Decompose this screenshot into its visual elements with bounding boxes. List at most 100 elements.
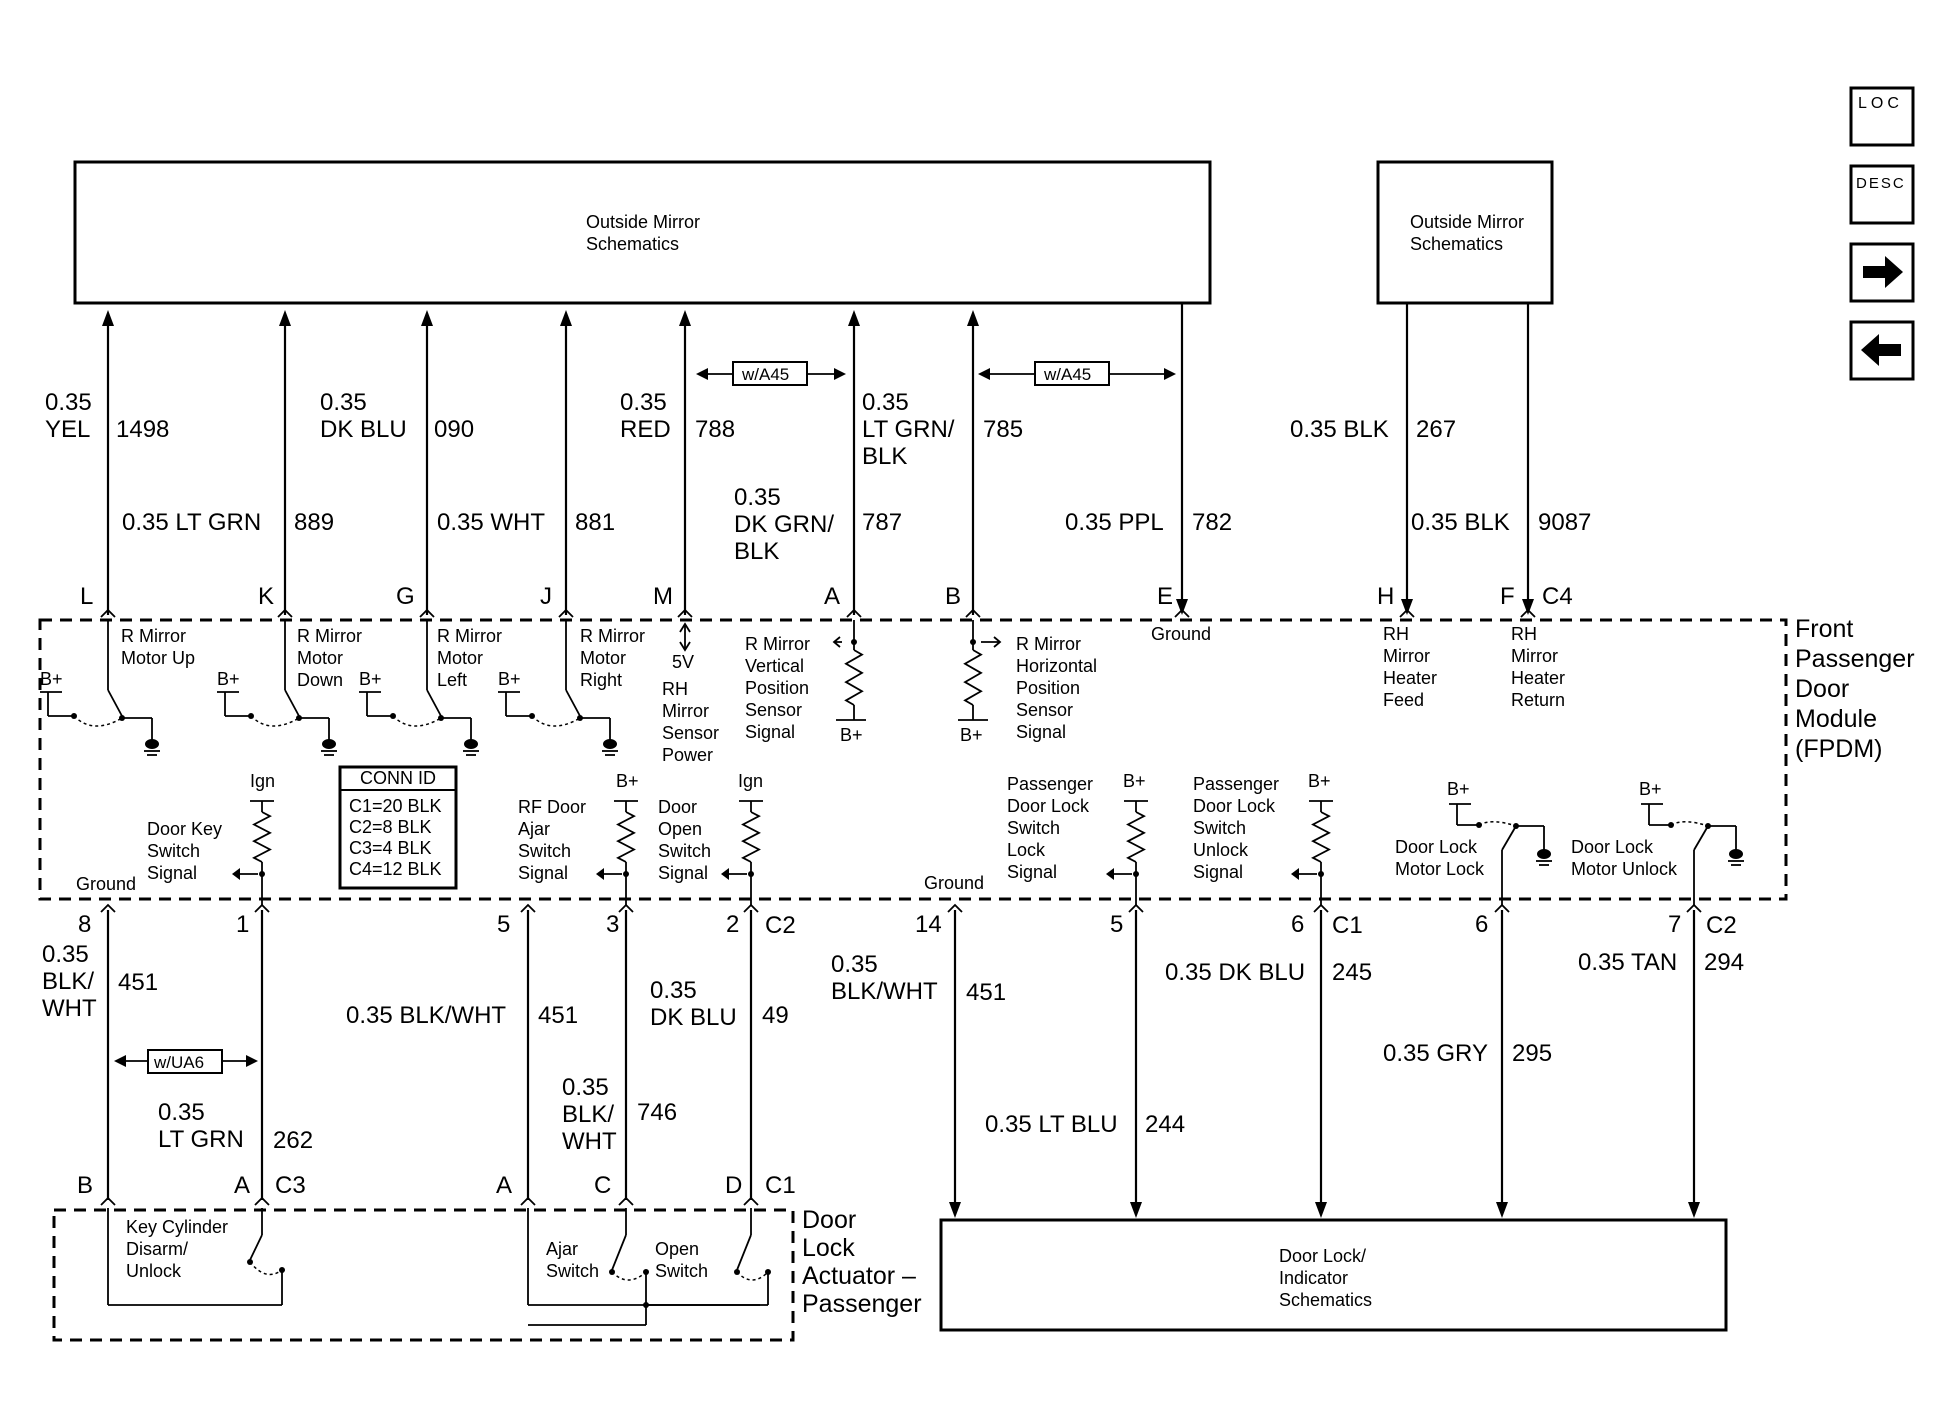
svg-text:C2=8 BLK: C2=8 BLK (349, 817, 432, 837)
outside-mirror-schematics-block-right[interactable] (1376, 160, 1554, 305)
outside-mirror-schematics-block-left[interactable] (73, 160, 1212, 305)
wire-circuit-bl-3: 746 (637, 1099, 677, 1126)
wire-gauge-br-2: 0.35 DK BLU (1165, 959, 1305, 986)
option-a45-left: w/A45 (696, 361, 846, 386)
label-ground-mid: Ground (924, 873, 984, 893)
svg-text:C4=12 BLK: C4=12 BLK (349, 859, 442, 879)
svg-text:w/UA6: w/UA6 (153, 1053, 204, 1072)
sensor-power-symbol (679, 622, 691, 652)
pin-label-B: B (945, 583, 961, 610)
pin-label-E: E (1157, 583, 1173, 610)
svg-text:DESC: DESC (1856, 175, 1906, 192)
pin-label-br-2: 6 (1291, 911, 1304, 938)
arrow-right-icon[interactable] (1849, 242, 1915, 303)
wire-circuit-0: 1498 (116, 416, 169, 443)
wire-gauge-1: 0.35 LT GRN (122, 509, 261, 536)
pullup-resistor-4: B+ (1291, 771, 1333, 905)
horizontal-sensor-potentiometer: B+ (958, 620, 1002, 745)
vertical-sensor-potentiometer: B+ (832, 620, 866, 745)
svg-text:LOC: LOC (1858, 95, 1903, 112)
door-lock-indicator-block[interactable] (939, 1218, 1728, 1332)
wire-circuit-9: 267 (1416, 416, 1456, 443)
pin-label-bl-4: 2 (726, 911, 739, 938)
wire-circuit-bl-1: 262 (273, 1127, 313, 1154)
label-ground-left: Ground (76, 874, 136, 894)
wire-gauge-8: 0.35 PPL (1065, 509, 1164, 536)
wire-circuit-6: 785 (983, 416, 1023, 443)
pin-label-G: G (396, 583, 415, 610)
mirror-motor-switch-3: B+ (498, 620, 618, 756)
wire-circuit-10: 9087 (1538, 509, 1591, 536)
bottom-right-connector-c1: C1 (1332, 912, 1363, 939)
option-ua6: w/UA6 (114, 1049, 258, 1074)
door-lock-actuator-outline (52, 1208, 795, 1342)
svg-text:C3=4 BLK: C3=4 BLK (349, 838, 432, 858)
supply-label: B+ (616, 771, 639, 791)
wire-gauge-br-4: 0.35 TAN (1578, 949, 1677, 976)
pullup-resistor-3: B+ (1106, 771, 1148, 905)
wire-circuit-br-3: 295 (1512, 1040, 1552, 1067)
wire-circuit-br-0: 451 (966, 979, 1006, 1006)
loc-icon[interactable]: LOC (1849, 86, 1915, 147)
arrow-left-icon[interactable] (1849, 320, 1915, 381)
actuator-pin-A-1: A (234, 1172, 250, 1199)
pin-label-br-1: 5 (1110, 911, 1123, 938)
wire-circuit-br-4: 294 (1704, 949, 1744, 976)
pin-label-bl-3: 3 (606, 911, 619, 938)
pin-label-H: H (1377, 583, 1394, 610)
pin-label-F: F (1500, 583, 1515, 610)
mirror-motor-switch-2: B+ (359, 620, 479, 756)
pin-label-M: M (653, 583, 673, 610)
mirror-motor-switch-0: B+ (40, 620, 160, 756)
bplus-label: B+ (1447, 779, 1470, 799)
conn-id-box: CONN ID C1=20 BLK C2=8 BLK C3=4 BLK C4=1… (338, 765, 458, 890)
fpdm-module-outline (38, 618, 1788, 901)
bplus-label: B+ (498, 669, 521, 689)
supply-label: Ign (250, 771, 275, 791)
supply-label: B+ (1123, 771, 1146, 791)
actuator-pin-A-2: A (496, 1172, 512, 1199)
bplus-label: B+ (1639, 779, 1662, 799)
door-lock-motor-relay-1: B+ (1639, 779, 1744, 905)
actuator-switches (107, 1208, 771, 1326)
bplus-label: B+ (840, 725, 863, 745)
bottom-right-connector-c2: C2 (1706, 912, 1737, 939)
desc-icon[interactable]: DESC (1849, 164, 1915, 225)
actuator-connector-c3: C3 (275, 1172, 306, 1199)
wire-circuit-bl-4: 49 (762, 1002, 789, 1029)
